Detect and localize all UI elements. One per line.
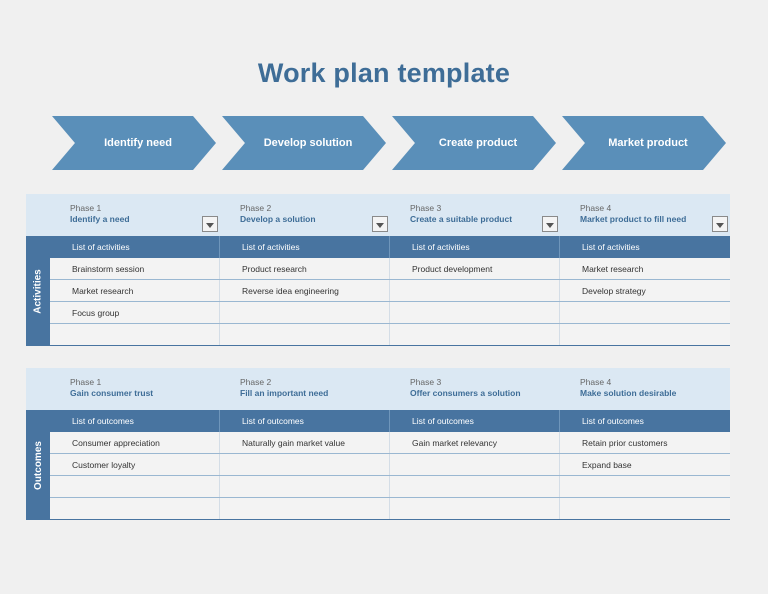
column-header[interactable]: List of activities (390, 236, 560, 258)
table-cell[interactable] (220, 498, 390, 519)
phase-name: Fill an important need (240, 388, 329, 398)
phase-cell: Phase 3 Offer consumers a solution (390, 368, 560, 410)
table-cell[interactable]: Focus group (50, 302, 220, 323)
phase-cell[interactable]: Phase 3 Create a suitable product (390, 194, 560, 236)
table-cell[interactable]: Product development (390, 258, 560, 279)
table-cell[interactable]: Market research (582, 264, 644, 274)
column-header-row: List of activities List of activities Li… (50, 236, 730, 258)
table-row (50, 476, 730, 498)
table-cell[interactable] (390, 302, 560, 323)
table-cell[interactable]: Product research (220, 258, 390, 279)
column-header[interactable]: List of activities (220, 236, 390, 258)
table-cell[interactable]: Expand base (582, 460, 632, 470)
phase-name: Market product to fill need (580, 214, 687, 224)
phase-label: Phase 3 (410, 203, 442, 213)
table-cell[interactable]: Reverse idea engineering (220, 280, 390, 301)
column-header-row: List of outcomes List of outcomes List o… (50, 410, 730, 432)
step-market-product: Market product (562, 116, 726, 170)
table-cell[interactable] (390, 498, 560, 519)
table-cell[interactable]: Develop strategy (582, 286, 646, 296)
side-label-text: Activities (32, 268, 44, 314)
chevron-down-icon[interactable] (202, 216, 218, 232)
table-row (50, 324, 730, 346)
table-row (50, 498, 730, 520)
step-develop-solution: Develop solution (222, 116, 386, 170)
column-header[interactable]: List of outcomes (50, 410, 220, 432)
table-cell[interactable]: Consumer appreciation (50, 432, 220, 453)
phase-name: Identify a need (70, 214, 130, 224)
phase-name: Develop a solution (240, 214, 316, 224)
side-label-activities: Activities (26, 236, 50, 346)
table-cell[interactable]: Brainstorm session (50, 258, 220, 279)
table-row: Consumer appreciation Naturally gain mar… (50, 432, 730, 454)
phase-name: Create a suitable product (410, 214, 513, 224)
phase-header-band: Phase 1 Identify a need Phase 2 Develop … (26, 194, 730, 236)
table-row: Market research Reverse idea engineering… (50, 280, 730, 302)
table-cell[interactable] (390, 324, 560, 345)
phase-cell[interactable]: Phase 4 Market product to fill need (560, 194, 730, 236)
table-cell[interactable] (220, 324, 390, 345)
table-cell[interactable] (560, 476, 730, 497)
side-label-outcomes: Outcomes (26, 410, 50, 520)
column-header[interactable]: List of outcomes (582, 416, 644, 426)
side-label-text: Outcomes (32, 440, 44, 490)
table-row: Brainstorm session Product research Prod… (50, 258, 730, 280)
phase-cell: Phase 1 Gain consumer trust (50, 368, 220, 410)
phase-cell: Phase 4 Make solution desirable (560, 368, 730, 410)
phase-label: Phase 4 (580, 377, 612, 387)
table-cell[interactable] (50, 476, 220, 497)
column-header[interactable]: List of activities (50, 236, 220, 258)
chevron-down-icon[interactable] (372, 216, 388, 232)
table-row: Customer loyalty Expand base (50, 454, 730, 476)
table-cell[interactable]: Retain prior customers (582, 438, 668, 448)
table-cell[interactable] (50, 498, 220, 519)
phase-label: Phase 1 (70, 377, 102, 387)
phase-label: Phase 4 (580, 203, 612, 213)
table-cell[interactable] (390, 476, 560, 497)
chevron-down-icon[interactable] (542, 216, 558, 232)
table-cell[interactable] (220, 476, 390, 497)
table-bottom-border (50, 345, 730, 346)
table-cell[interactable]: Market research (50, 280, 220, 301)
table-cell[interactable] (220, 302, 390, 323)
table-cell[interactable] (560, 302, 730, 323)
phase-cell: Phase 2 Fill an important need (220, 368, 390, 410)
table-cell[interactable] (560, 498, 730, 519)
table-cell[interactable]: Naturally gain market value (220, 432, 390, 453)
column-header[interactable]: List of activities (582, 242, 640, 252)
table-cell[interactable] (560, 324, 730, 345)
phase-cell[interactable]: Phase 1 Identify a need (50, 194, 220, 236)
process-steps: Identify need Develop solution Create pr… (52, 116, 728, 170)
table-row: Focus group (50, 302, 730, 324)
phase-name: Offer consumers a solution (410, 388, 521, 398)
phase-label: Phase 2 (240, 377, 272, 387)
phase-header-band: Phase 1 Gain consumer trust Phase 2 Fill… (26, 368, 730, 410)
phase-label: Phase 2 (240, 203, 272, 213)
table-cell[interactable] (390, 454, 560, 475)
column-header[interactable]: List of outcomes (390, 410, 560, 432)
table-cell[interactable] (50, 324, 220, 345)
column-header[interactable]: List of outcomes (220, 410, 390, 432)
phase-cell[interactable]: Phase 2 Develop a solution (220, 194, 390, 236)
chevron-down-icon[interactable] (712, 216, 728, 232)
step-create-product: Create product (392, 116, 556, 170)
phase-name: Make solution desirable (580, 388, 677, 398)
table-cell[interactable]: Gain market relevancy (390, 432, 560, 453)
phase-name: Gain consumer trust (70, 388, 154, 398)
table-cell[interactable] (220, 454, 390, 475)
phase-label: Phase 1 (70, 203, 102, 213)
table-cell[interactable]: Customer loyalty (50, 454, 220, 475)
table-bottom-border (50, 519, 730, 520)
phase-label: Phase 3 (410, 377, 442, 387)
step-identify-need: Identify need (52, 116, 216, 170)
page-title: Work plan template (257, 58, 511, 88)
table-cell[interactable] (390, 280, 560, 301)
